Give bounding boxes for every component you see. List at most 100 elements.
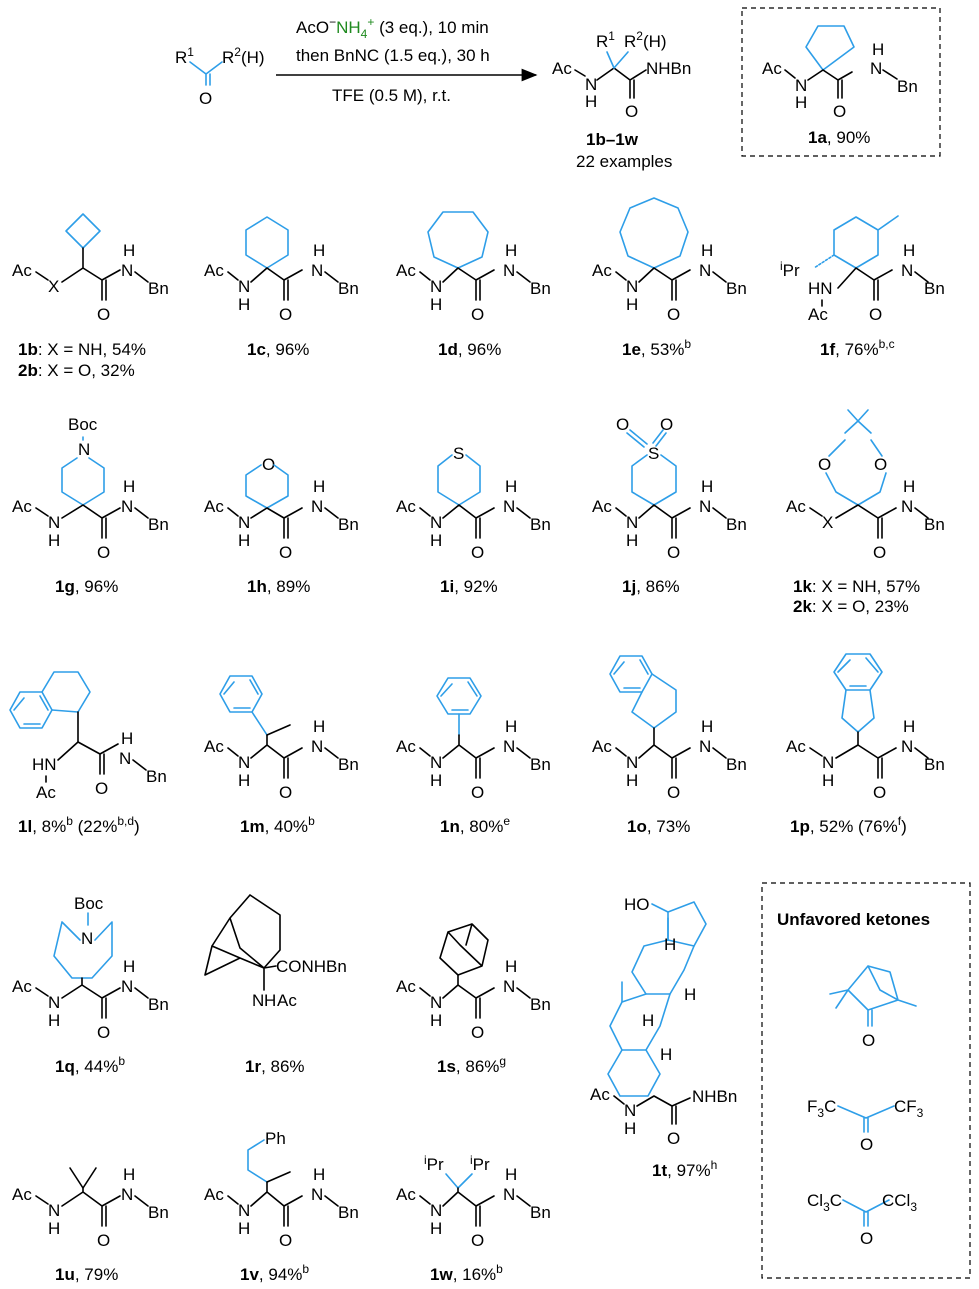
svg-text:O: O xyxy=(625,102,638,121)
svg-text:N: N xyxy=(78,440,90,459)
compound-1a: Ac N H O H N Bn 1a, 90% xyxy=(762,25,918,147)
svg-text:O: O xyxy=(862,1031,875,1050)
svg-text:iPr: iPr xyxy=(424,1153,444,1174)
svg-text:O: O xyxy=(471,305,484,324)
svg-text:O: O xyxy=(279,305,292,324)
compound-1h: O Ac N H O H N Bn 1h, 89% xyxy=(204,455,359,596)
svg-text:H: H xyxy=(701,477,713,496)
svg-text:N: N xyxy=(48,513,60,532)
svg-text:H: H xyxy=(430,1011,442,1030)
svg-text:O: O xyxy=(667,305,680,324)
svg-text:H: H xyxy=(123,1165,135,1184)
unfavored-ketones: Unfavored ketones O F3C CF3 O Cl3C CCl3 … xyxy=(777,910,930,1248)
svg-text:H: H xyxy=(505,241,517,260)
svg-text:O: O xyxy=(616,415,629,434)
svg-text:N: N xyxy=(238,1201,250,1220)
compound-1d: Ac N H O H N Bn 1d, 96% xyxy=(396,211,551,359)
svg-text:N: N xyxy=(901,261,913,280)
svg-text:H: H xyxy=(505,1165,517,1184)
svg-text:H: H xyxy=(795,93,807,112)
compound-1b: Ac X O H N Bn 1b: X = NH, 54% 2b: X = O,… xyxy=(12,213,169,380)
svg-text:1l, 8%b (22%b,d): 1l, 8%b (22%b,d) xyxy=(18,814,140,836)
svg-text:CONHBn: CONHBn xyxy=(276,957,347,976)
svg-text:Bn: Bn xyxy=(530,755,551,774)
svg-text:1g, 96%: 1g, 96% xyxy=(55,577,118,596)
compound-1v: Ph Ac N H O H N Bn 1v, 94%b xyxy=(204,1129,359,1284)
svg-text:H: H xyxy=(313,717,325,736)
svg-text:N: N xyxy=(238,513,250,532)
svg-text:Ac: Ac xyxy=(396,497,416,516)
svg-text:H: H xyxy=(121,729,133,748)
svg-text:N: N xyxy=(626,753,638,772)
svg-text:Ac: Ac xyxy=(12,497,32,516)
compound-1k: O O Ac X O H N Bn 1k: X = NH, 57% 2k: X … xyxy=(786,409,945,616)
svg-text:H: H xyxy=(238,531,250,550)
svg-text:H: H xyxy=(48,1011,60,1030)
reagent-line-2: then BnNC (1.5 eq.), 30 h xyxy=(296,46,490,65)
svg-text:Bn: Bn xyxy=(148,515,169,534)
svg-text:H: H xyxy=(430,771,442,790)
svg-text:NHBn: NHBn xyxy=(646,59,691,78)
svg-text:H: H xyxy=(626,531,638,550)
svg-text:1s, 86%g: 1s, 86%g xyxy=(437,1054,506,1076)
svg-text:Bn: Bn xyxy=(924,755,945,774)
svg-text:H: H xyxy=(238,295,250,314)
svg-text:Bn: Bn xyxy=(148,1203,169,1222)
svg-text:X: X xyxy=(822,513,833,532)
svg-text:N: N xyxy=(121,497,133,516)
svg-text:Ac: Ac xyxy=(204,1185,224,1204)
svg-text:1b: X = NH, 54%: 1b: X = NH, 54% xyxy=(18,340,146,359)
svg-text:Bn: Bn xyxy=(924,279,945,298)
svg-text:Ac: Ac xyxy=(396,261,416,280)
compound-1o: Ac N H O H N Bn 1o, 73% xyxy=(592,655,747,836)
svg-text:O: O xyxy=(874,455,887,474)
svg-text:N: N xyxy=(585,75,597,94)
svg-text:N: N xyxy=(430,277,442,296)
svg-text:HO: HO xyxy=(624,895,650,914)
svg-text:O: O xyxy=(279,783,292,802)
svg-text:N: N xyxy=(81,929,93,948)
svg-text:H: H xyxy=(264,991,276,1010)
svg-text:Ac: Ac xyxy=(396,1185,416,1204)
svg-text:H: H xyxy=(430,531,442,550)
isopropyl-1f: iPr xyxy=(780,259,800,280)
compound-1i: S Ac N H O H N Bn 1i, 92% xyxy=(396,444,551,596)
svg-text:O: O xyxy=(869,305,882,324)
unfavored-ketones-box xyxy=(761,882,971,1279)
svg-text:Ac: Ac xyxy=(204,497,224,516)
svg-text:Ac: Ac xyxy=(36,783,56,802)
svg-text:N: N xyxy=(121,977,133,996)
r1-label: R1 xyxy=(175,45,194,67)
svg-text:2k: X = O, 23%: 2k: X = O, 23% xyxy=(793,597,909,616)
compound-1e: Ac N H O H N Bn 1e, 53%b xyxy=(592,197,747,359)
svg-text:Bn: Bn xyxy=(530,279,551,298)
svg-text:F3C: F3C xyxy=(807,1097,836,1120)
svg-text:N: N xyxy=(870,59,882,78)
svg-text:O: O xyxy=(873,543,886,562)
svg-text:Boc: Boc xyxy=(68,415,98,434)
svg-text:N: N xyxy=(238,753,250,772)
compound-1w: iPr iPr Ac N H O H N Bn 1w, 16%b xyxy=(396,1153,551,1284)
svg-text:O: O xyxy=(833,102,846,121)
svg-text:Bn: Bn xyxy=(897,77,918,96)
svg-text:O: O xyxy=(873,783,886,802)
svg-text:1p, 52% (76%f): 1p, 52% (76%f) xyxy=(790,814,907,836)
svg-text:Cl3C: Cl3C xyxy=(807,1191,842,1214)
svg-text:1v, 94%b: 1v, 94%b xyxy=(240,1262,309,1284)
svg-text:H: H xyxy=(660,1045,672,1064)
svg-text:O: O xyxy=(97,543,110,562)
svg-text:N: N xyxy=(699,261,711,280)
svg-text:1m, 40%b: 1m, 40%b xyxy=(240,814,315,836)
svg-text:H: H xyxy=(430,295,442,314)
svg-text:N: N xyxy=(503,261,515,280)
svg-text:N: N xyxy=(901,497,913,516)
svg-text:Bn: Bn xyxy=(148,279,169,298)
svg-text:1h, 89%: 1h, 89% xyxy=(247,577,310,596)
label-1a: 1a, 90% xyxy=(808,128,870,147)
svg-text:Ac: Ac xyxy=(592,497,612,516)
svg-text:H: H xyxy=(505,477,517,496)
svg-text:1j, 86%: 1j, 86% xyxy=(622,577,680,596)
svg-text:N: N xyxy=(822,753,834,772)
svg-text:Bn: Bn xyxy=(530,1203,551,1222)
svg-text:1f, 76%b,c: 1f, 76%b,c xyxy=(820,337,895,359)
